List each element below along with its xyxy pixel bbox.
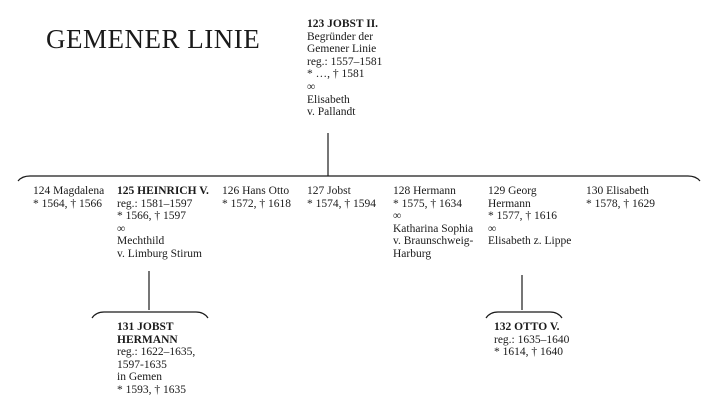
- grandchild-name: 132 OTTO V.: [494, 321, 560, 333]
- child-name: 125 HEINRICH V.: [117, 185, 209, 197]
- child-127: 127 Jobst * 1574, † 1594: [307, 185, 376, 210]
- child-line: ∞: [488, 222, 497, 235]
- grandchild-right-bracket: [485, 311, 563, 319]
- child-line: Katharina Sophia: [393, 222, 474, 235]
- child-line: ∞: [393, 210, 402, 223]
- root-line: Elisabeth: [307, 93, 350, 106]
- child-line: Elisabeth z. Lippe: [488, 235, 572, 248]
- child-line: v. Limburg Stirum: [117, 247, 202, 260]
- child-line: * 1564, † 1566: [33, 197, 102, 210]
- grandchild-name: 131 JOBST: [117, 321, 174, 333]
- grandchild-line: reg.: 1635–1640: [494, 333, 570, 346]
- root-line: v. Pallandt: [307, 106, 356, 119]
- grandchild-132: 132 OTTO V. reg.: 1635–1640 * 1614, † 16…: [494, 321, 569, 359]
- child-line: * 1574, † 1594: [307, 197, 376, 210]
- grandchild-131: 131 JOBST HERMANN reg.: 1622–1635, 1597-…: [117, 321, 195, 397]
- child-line: v. Braunschweig-: [393, 235, 474, 248]
- child-130: 130 Elisabeth * 1578, † 1629: [586, 185, 655, 210]
- root-line: Begründer der: [307, 30, 374, 43]
- child-line: Harburg: [393, 247, 432, 260]
- grandchild-line: * 1593, † 1635: [117, 383, 186, 396]
- grandchild-left-bracket: [91, 311, 209, 319]
- child-line: Mechthild: [117, 235, 165, 248]
- grandchild-line: 1597-1635: [117, 358, 167, 371]
- page-title: GEMENER LINIE: [46, 24, 261, 54]
- child-line: Hermann: [488, 197, 531, 210]
- child-126: 126 Hans Otto * 1572, † 1618: [222, 185, 291, 210]
- root-name: 123 JOBST II.: [307, 18, 379, 30]
- child-name: 128 Hermann: [393, 185, 456, 197]
- child-line: * 1572, † 1618: [222, 197, 291, 210]
- grandchild-line: reg.: 1622–1635,: [117, 346, 196, 359]
- grandchild-line: in Gemen: [117, 371, 163, 384]
- child-line: * 1577, † 1616: [488, 210, 557, 223]
- grandchild-name-cont: HERMANN: [117, 333, 178, 346]
- children-bracket: [17, 175, 701, 182]
- root-line: * …, † 1581: [307, 68, 365, 81]
- child-124: 124 Magdalena * 1564, † 1566: [33, 185, 104, 210]
- child-name: 124 Magdalena: [33, 185, 105, 197]
- child-name: 127 Jobst: [307, 185, 351, 197]
- child-129: 129 Georg Hermann * 1577, † 1616 ∞ Elisa…: [488, 185, 571, 248]
- root-line: Gemener Linie: [307, 43, 377, 56]
- child-line: reg.: 1581–1597: [117, 197, 193, 210]
- child-128: 128 Hermann * 1575, † 1634 ∞ Katharina S…: [393, 185, 473, 261]
- root-line: ∞: [307, 80, 316, 93]
- root-line: reg.: 1557–1581: [307, 55, 383, 68]
- child-name: 129 Georg: [488, 185, 537, 197]
- child-name: 126 Hans Otto: [222, 185, 290, 197]
- grandchild-line: * 1614, † 1640: [494, 346, 563, 359]
- child-line: ∞: [117, 222, 126, 235]
- child-line: * 1575, † 1634: [393, 197, 462, 210]
- child-125: 125 HEINRICH V. reg.: 1581–1597 * 1566, …: [117, 185, 209, 261]
- child-name: 130 Elisabeth: [586, 185, 649, 197]
- child-line: * 1566, † 1597: [117, 210, 186, 223]
- root-person: 123 JOBST II. Begründer der Gemener Lini…: [307, 18, 382, 119]
- child-line: * 1578, † 1629: [586, 197, 655, 210]
